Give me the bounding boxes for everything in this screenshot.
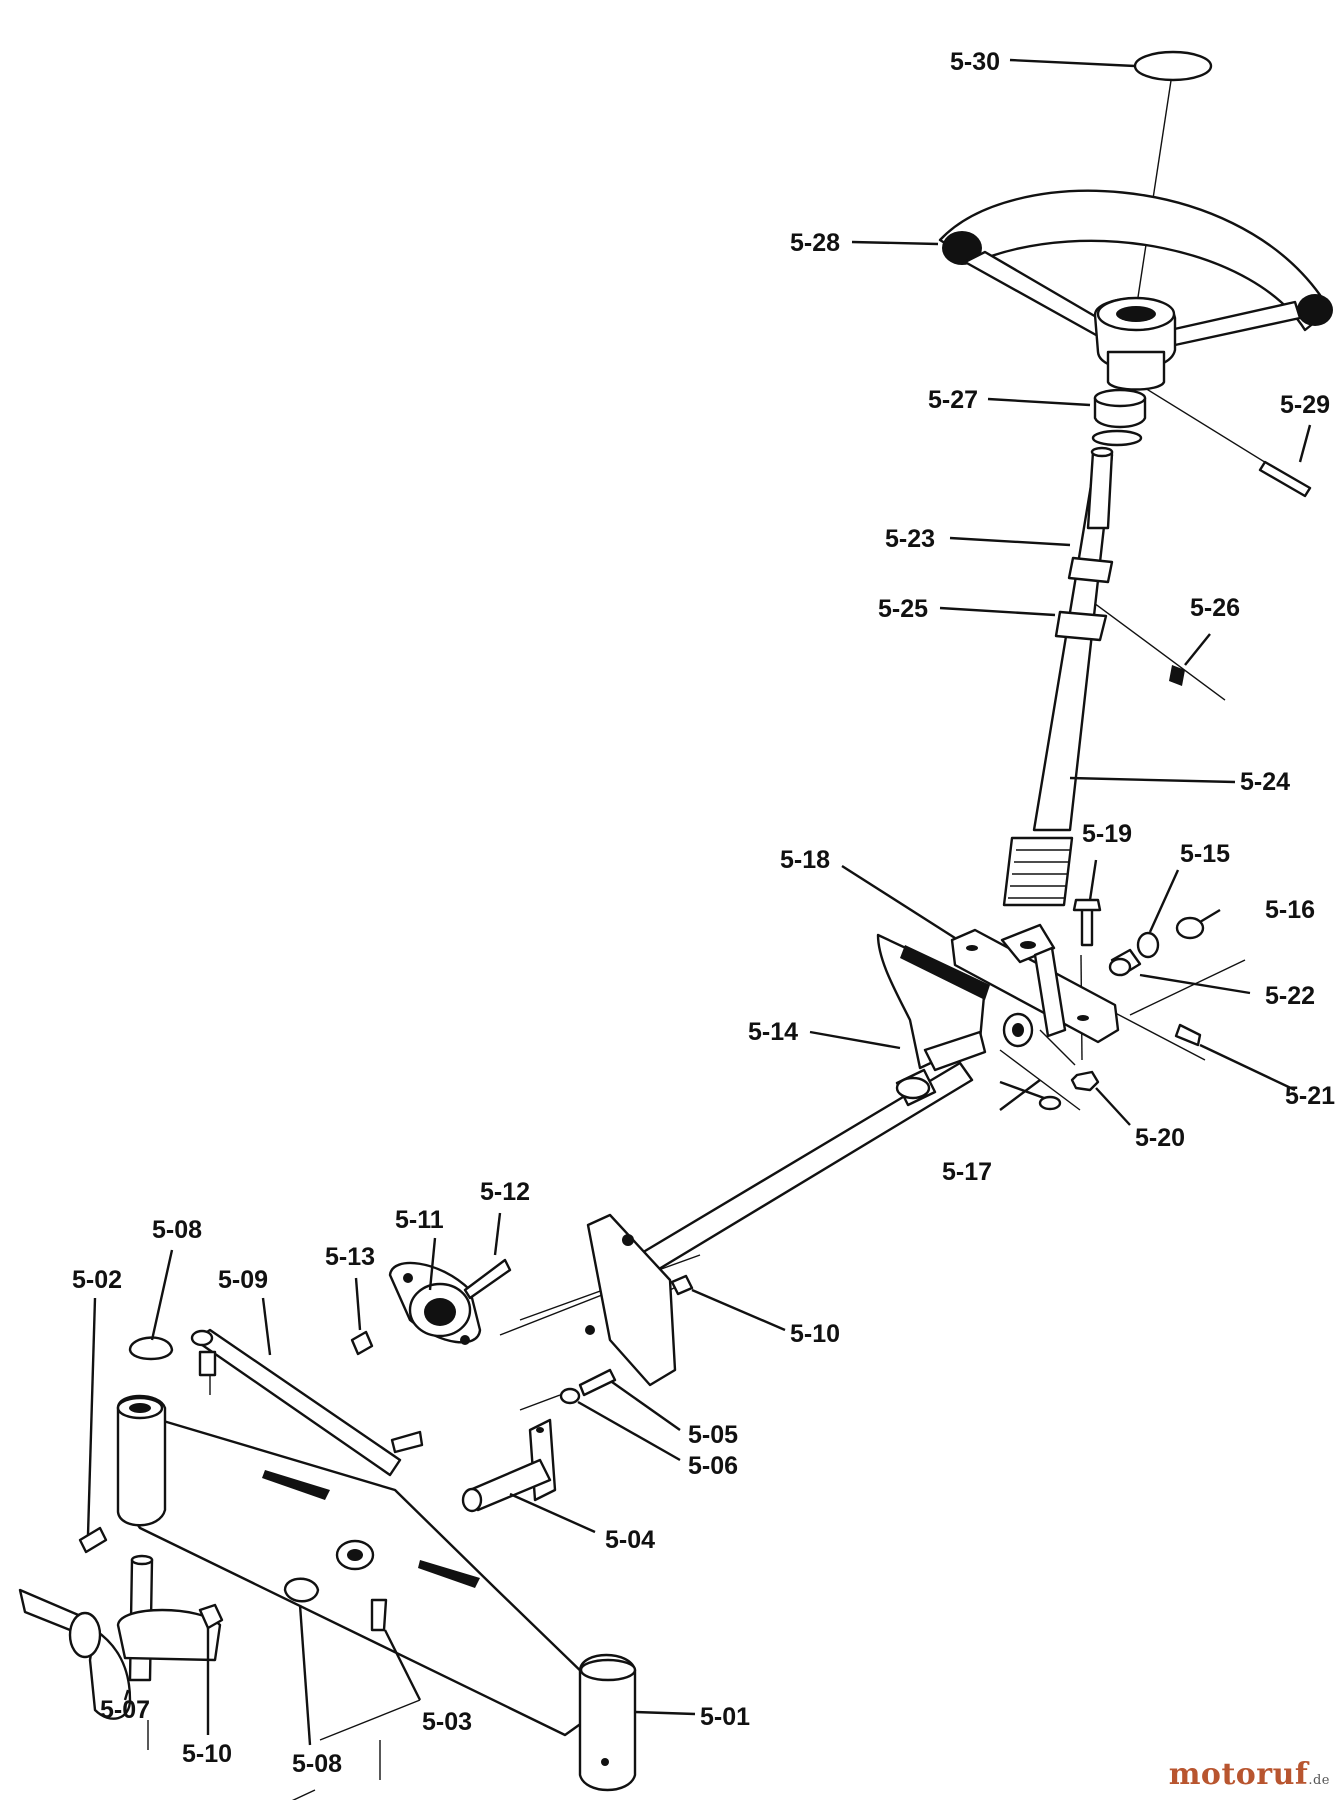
bolt-5-05 (578, 1368, 617, 1397)
front-axle (116, 1394, 637, 1792)
steering-shaft (1002, 446, 1114, 907)
set-screw (1169, 665, 1185, 686)
steering-bushing (1091, 388, 1147, 447)
label-5-24: 5-24 (1240, 768, 1290, 796)
clip-upper (128, 1336, 174, 1361)
flange-bearing (388, 1261, 482, 1345)
label-5-01: 5-01 (700, 1703, 750, 1731)
steering-bracket (950, 923, 1120, 1048)
label-5-26: 5-26 (1190, 594, 1240, 622)
nut-5-10-lower (198, 1603, 224, 1630)
label-5-15: 5-15 (1180, 840, 1230, 868)
label-5-06: 5-06 (688, 1452, 738, 1480)
label-5-03: 5-03 (422, 1708, 472, 1736)
bracket-nut (1070, 1070, 1100, 1092)
label-5-19: 5-19 (1082, 820, 1132, 848)
label-5-10-upper: 5-10 (790, 1320, 840, 1348)
label-5-10-lower: 5-10 (182, 1740, 232, 1768)
label-5-29: 5-29 (1280, 391, 1330, 419)
callout-labels: 5-30 5-28 5-27 5-29 5-23 5-25 5-26 5-24 … (72, 48, 1335, 1778)
fitting-5-02 (78, 1526, 108, 1554)
label-5-05: 5-05 (688, 1421, 738, 1449)
sector-gear (876, 933, 990, 1072)
label-5-22: 5-22 (1265, 982, 1315, 1010)
label-5-13: 5-13 (325, 1243, 375, 1271)
nut-5-10-upper (670, 1274, 694, 1296)
leader-lines (86, 58, 1312, 1746)
label-5-28: 5-28 (790, 229, 840, 257)
label-5-11: 5-11 (395, 1206, 444, 1234)
ball-joint (198, 1350, 217, 1377)
label-5-09: 5-09 (218, 1266, 268, 1294)
horn-cap (1133, 50, 1213, 82)
cotter-pin (999, 1080, 1062, 1111)
fitting-5-03 (370, 1598, 388, 1632)
grease-fitting (1174, 1023, 1202, 1047)
label-5-07: 5-07 (100, 1696, 150, 1724)
washer-5-15 (1136, 931, 1160, 959)
label-5-17: 5-17 (942, 1158, 992, 1186)
label-5-25: 5-25 (878, 595, 928, 623)
label-5-16: 5-16 (1265, 896, 1315, 924)
label-5-20: 5-20 (1135, 1124, 1185, 1152)
roll-pin (1258, 460, 1312, 498)
frame-plate (585, 1213, 677, 1387)
washer-5-06 (559, 1387, 581, 1405)
label-5-27: 5-27 (928, 386, 978, 414)
tie-rod (190, 1328, 424, 1477)
label-5-04: 5-04 (605, 1526, 655, 1554)
label-5-08-upper: 5-08 (152, 1216, 202, 1244)
watermark-logo: motoruf.de (1168, 1757, 1330, 1792)
label-5-21: 5-21 (1285, 1082, 1335, 1110)
washer-5-16 (1175, 916, 1205, 940)
label-5-18: 5-18 (780, 846, 830, 874)
pivot-pin (461, 1418, 557, 1513)
label-5-02: 5-02 (72, 1266, 122, 1294)
label-5-23: 5-23 (885, 525, 935, 553)
label-5-14: 5-14 (748, 1018, 798, 1046)
steering-wheel (938, 189, 1333, 391)
bracket-bolt (1072, 898, 1102, 947)
label-5-30: 5-30 (950, 48, 1000, 76)
bolt-5-12 (463, 1258, 512, 1300)
label-5-08-lower: 5-08 (292, 1750, 342, 1778)
cross-shaft (638, 1061, 974, 1274)
spacer (1108, 948, 1142, 977)
spindle (18, 1554, 222, 1720)
nut-5-13 (350, 1330, 374, 1356)
clip-lower (283, 1577, 320, 1603)
label-5-12: 5-12 (480, 1178, 530, 1206)
